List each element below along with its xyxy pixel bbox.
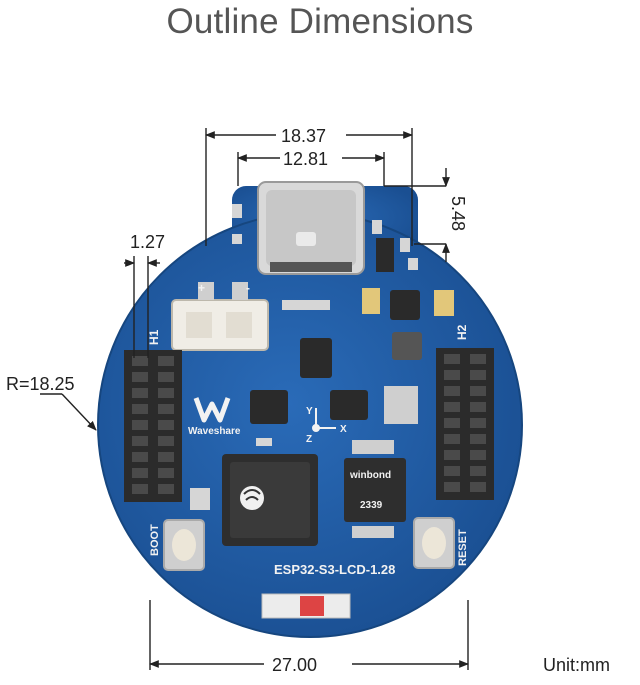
dim-usb-depth: 5.48 <box>448 196 468 231</box>
battery-connector: + - <box>171 281 269 351</box>
waveshare-w-icon <box>193 397 231 423</box>
page-title: Outline Dimensions <box>166 2 474 41</box>
battery-minus-label: - <box>246 281 250 295</box>
reset-button-label: RESET <box>457 529 469 566</box>
flash-brand-label: winbond <box>349 470 391 481</box>
dim-pin-pitch: 1.27 <box>130 232 165 252</box>
axis-x-label: X <box>340 424 347 435</box>
flash-code-label: 2339 <box>360 500 383 511</box>
boot-button: BOOT <box>149 519 205 571</box>
boot-button-label: BOOT <box>149 524 161 556</box>
brand-label: Waveshare <box>188 426 241 437</box>
axis-y-label: Y <box>306 406 313 417</box>
battery-plus-label: + <box>198 281 205 295</box>
waveshare-logo: Waveshare <box>188 397 241 437</box>
pcb-board: + - H1 <box>97 181 523 638</box>
dim-usb-width: 12.81 <box>283 149 328 169</box>
flash-chip: winbond 2339 <box>344 440 406 538</box>
dim-overall-width: 18.37 <box>281 126 326 146</box>
esp32-s3-chip <box>222 454 318 546</box>
imu-axis-marker: Y X Z <box>306 406 347 445</box>
small-ics <box>250 290 422 424</box>
unit-label: Unit:mm <box>543 655 610 675</box>
usb-c-connector <box>257 181 365 275</box>
dim-board-width: 27.00 <box>272 655 317 675</box>
header-h2-label: H2 <box>455 324 469 340</box>
axis-z-label: Z <box>306 434 312 445</box>
header-h2: H2 <box>436 324 494 500</box>
board-model-label: ESP32-S3-LCD-1.28 <box>274 562 395 577</box>
header-h1: H1 <box>124 329 182 502</box>
reset-button: RESET <box>413 517 469 569</box>
dim-radius: R=18.25 <box>6 374 75 394</box>
bottom-connector <box>261 593 351 619</box>
dimension-lines <box>40 128 469 670</box>
header-h1-label: H1 <box>147 329 161 345</box>
